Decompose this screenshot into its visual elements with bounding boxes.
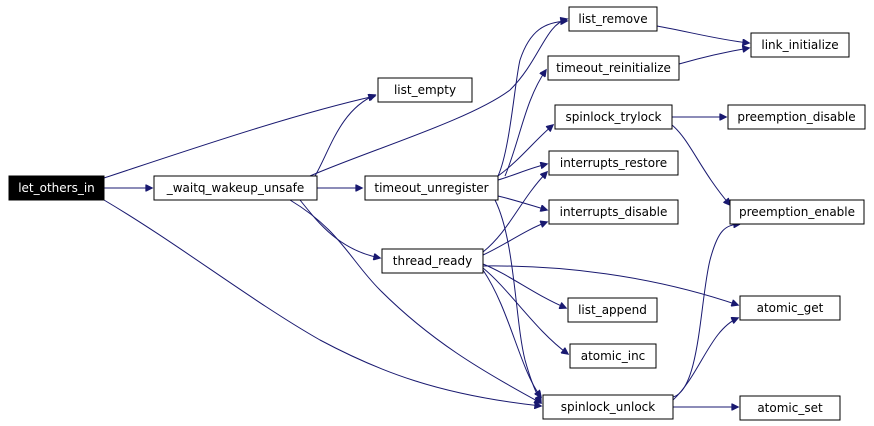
node-label: spinlock_unlock bbox=[561, 400, 656, 414]
edge-spinlock_unlock-to-atomic_get bbox=[672, 318, 738, 401]
node-thread_ready[interactable]: thread_ready bbox=[381, 248, 484, 274]
node-box bbox=[381, 248, 484, 274]
node-label: spinlock_trylock bbox=[566, 110, 662, 124]
node-spinlock_trylock[interactable]: spinlock_trylock bbox=[554, 104, 673, 130]
edge-thread_ready-to-interrupts_restore bbox=[482, 172, 547, 253]
node-box bbox=[153, 175, 318, 201]
node-box bbox=[727, 104, 866, 130]
node-list_empty[interactable]: list_empty bbox=[377, 77, 473, 103]
node-label: interrupts_disable bbox=[560, 205, 668, 219]
node-label: list_append bbox=[578, 303, 647, 317]
node-atomic_inc[interactable]: atomic_inc bbox=[569, 343, 657, 369]
edge-waitq-to-spinlock_unlock bbox=[289, 199, 541, 403]
node-atomic_set[interactable]: atomic_set bbox=[739, 395, 841, 421]
edge-timeout_unregister-to-list_remove bbox=[497, 21, 567, 177]
edge-timeout_unregister-to-interrupts_restore bbox=[497, 164, 547, 181]
nodes: let_others_in _waitq_wakeup_unsafe list_em… bbox=[8, 6, 866, 421]
node-interrupts_disable[interactable]: interrupts_disable bbox=[548, 199, 679, 225]
node-label: preemption_enable bbox=[739, 205, 855, 219]
node-label: thread_ready bbox=[393, 254, 472, 268]
node-label: timeout_reinitialize bbox=[556, 61, 671, 75]
edge-thread_ready-to-list_append bbox=[482, 263, 566, 308]
node-label: _waitq_wakeup_unsafe bbox=[166, 181, 305, 195]
node-timeout_reinitialize[interactable]: timeout_reinitialize bbox=[547, 55, 680, 81]
edge-spinlock_trylock-to-preemption_enable bbox=[671, 124, 730, 205]
edge-thread_ready-to-interrupts_disable bbox=[482, 222, 547, 256]
edges bbox=[103, 19, 749, 407]
node-label: preemption_disable bbox=[737, 110, 855, 124]
node-box bbox=[739, 295, 841, 321]
node-label: atomic_set bbox=[757, 401, 823, 415]
node-box bbox=[569, 343, 657, 369]
node-label: atomic_get bbox=[757, 301, 824, 315]
node-label: list_empty bbox=[394, 83, 456, 97]
node-label: list_remove bbox=[578, 12, 647, 26]
node-box bbox=[542, 394, 674, 420]
node-box bbox=[548, 150, 679, 176]
node-let_others_in[interactable]: let_others_in bbox=[8, 175, 105, 201]
node-label: link_initialize bbox=[761, 38, 838, 52]
node-timeout_unregister[interactable]: timeout_unregister bbox=[364, 175, 499, 201]
node-label: atomic_inc bbox=[581, 349, 646, 363]
node-preemption_disable[interactable]: preemption_disable bbox=[727, 104, 866, 130]
node-box bbox=[567, 297, 658, 323]
edge-let_others_in-to-spinlock_unlock bbox=[103, 199, 541, 406]
edge-timeout_unregister-to-spinlock_unlock bbox=[494, 199, 541, 402]
node-interrupts_restore[interactable]: interrupts_restore bbox=[548, 150, 679, 176]
edge-let_others_in-to-list_empty bbox=[103, 96, 375, 179]
node-box bbox=[548, 199, 679, 225]
edge-thread_ready-to-spinlock_unlock bbox=[482, 269, 541, 397]
edge-waitq-to-thread_ready bbox=[299, 199, 380, 258]
edge-waitq-to-list_empty bbox=[314, 95, 375, 177]
edge-waitq-to-list_remove bbox=[309, 19, 567, 177]
node-box bbox=[568, 6, 658, 32]
node-atomic_get[interactable]: atomic_get bbox=[739, 295, 841, 321]
node-list_remove[interactable]: list_remove bbox=[568, 6, 658, 32]
node-box bbox=[729, 199, 865, 225]
node-box bbox=[739, 395, 841, 421]
edge-timeout_reinitialize-to-link_initialize bbox=[678, 48, 749, 65]
node-box bbox=[554, 104, 673, 130]
node-box bbox=[750, 32, 850, 58]
node-spinlock_unlock[interactable]: spinlock_unlock bbox=[542, 394, 674, 420]
edge-list_remove-to-link_initialize bbox=[656, 25, 749, 43]
edge-spinlock_unlock-to-preemption_enable bbox=[672, 224, 740, 398]
node-link_initialize[interactable]: link_initialize bbox=[750, 32, 850, 58]
edge-timeout_unregister-to-timeout_reinitialize bbox=[504, 70, 546, 177]
node-waitq[interactable]: _waitq_wakeup_unsafe bbox=[153, 175, 318, 201]
edge-timeout_unregister-to-spinlock_trylock bbox=[497, 125, 553, 177]
node-label: let_others_in bbox=[18, 181, 95, 195]
edge-thread_ready-to-atomic_inc bbox=[482, 267, 568, 354]
node-label: interrupts_restore bbox=[560, 156, 667, 170]
node-box bbox=[8, 175, 105, 201]
node-box bbox=[364, 175, 499, 201]
node-preemption_enable[interactable]: preemption_enable bbox=[729, 199, 865, 225]
node-box bbox=[377, 77, 473, 103]
node-label: timeout_unregister bbox=[374, 181, 488, 195]
node-box bbox=[547, 55, 680, 81]
node-list_append[interactable]: list_append bbox=[567, 297, 658, 323]
